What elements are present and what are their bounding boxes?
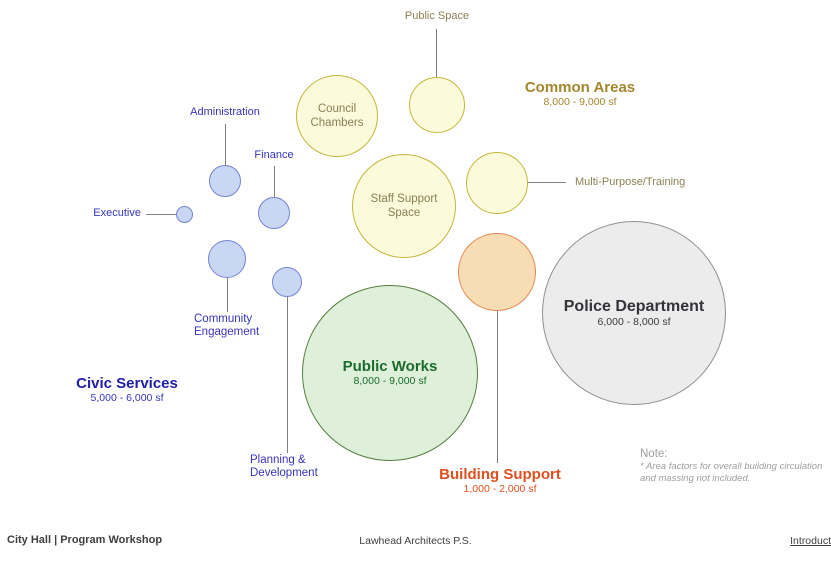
public-space-label: Public Space [404, 10, 470, 22]
finance-bubble [258, 197, 290, 229]
footer-slide-title: City Hall | Program Workshop [7, 534, 163, 546]
staff-support-bubble: Staff Support Space [352, 154, 456, 258]
public-works-size: 8,000 - 9,000 sf [353, 375, 427, 387]
finance-label: Finance [254, 149, 294, 161]
building-support-heading: Building Support 1,000 - 2,000 sf [410, 466, 590, 496]
public-works-bubble: Public Works 8,000 - 9,000 sf [302, 285, 478, 461]
note-title: Note: [640, 448, 668, 460]
connector-executive [146, 214, 176, 215]
civic-services-title: Civic Services [76, 375, 178, 392]
planning-development-label: Planning & Development [250, 454, 360, 480]
multi-purpose-label: Multi-Purpose/Training [575, 176, 686, 188]
executive-bubble [176, 206, 193, 223]
police-department-bubble: Police Department 6,000 - 8,000 sf [542, 221, 726, 405]
council-chambers-label-2: Chambers [310, 117, 364, 129]
public-works-title: Public Works [342, 358, 438, 375]
police-department-size: 6,000 - 8,000 sf [597, 315, 671, 328]
connector-building-support [497, 310, 498, 463]
planning-development-bubble [272, 267, 302, 297]
civic-services-size: 5,000 - 6,000 sf [90, 392, 164, 404]
connector-administration [225, 124, 226, 165]
planning-development-label-line2: Development [250, 467, 318, 479]
staff-support-label: Staff Support [370, 193, 438, 205]
community-engagement-label-line1: Community [194, 313, 253, 325]
connector-public-space [436, 29, 437, 77]
building-support-size: 1,000 - 2,000 sf [463, 483, 537, 495]
community-engagement-label-line2: Engagement [194, 326, 260, 338]
staff-support-label-2: Space [387, 207, 421, 219]
council-chambers-bubble: Council Chambers [296, 75, 378, 157]
community-engagement-bubble [208, 240, 246, 278]
public-space-bubble [409, 77, 465, 133]
council-chambers-label: Council [317, 103, 357, 115]
common-areas-size: 8,000 - 9,000 sf [543, 96, 617, 108]
executive-label: Executive [93, 207, 141, 219]
civic-services-heading: Civic Services 5,000 - 6,000 sf [37, 375, 217, 405]
common-areas-title: Common Areas [524, 79, 636, 96]
footer-firm-name: Lawhead Architects P.S. [359, 535, 472, 547]
connector-planning-development [287, 296, 288, 453]
community-engagement-label: Community Engagement [194, 313, 304, 339]
connector-community-engagement [227, 278, 228, 312]
administration-label: Administration [190, 106, 260, 118]
footer-introduction-link[interactable]: Introduct [790, 535, 831, 547]
connector-multi-purpose [528, 182, 566, 183]
note-block: Note: * Area factors for overall buildin… [640, 447, 831, 484]
police-department-title: Police Department [563, 297, 705, 315]
note-body-line2: and massing not included. [640, 472, 751, 484]
administration-bubble [209, 165, 241, 197]
connector-finance [274, 166, 275, 197]
note-body-line1: * Area factors for overall building circ… [640, 461, 823, 472]
planning-development-label-line1: Planning & [250, 454, 306, 466]
building-support-title: Building Support [439, 466, 561, 483]
common-areas-heading: Common Areas 8,000 - 9,000 sf [490, 79, 670, 109]
multi-purpose-bubble [466, 152, 528, 214]
building-support-bubble [458, 233, 536, 311]
